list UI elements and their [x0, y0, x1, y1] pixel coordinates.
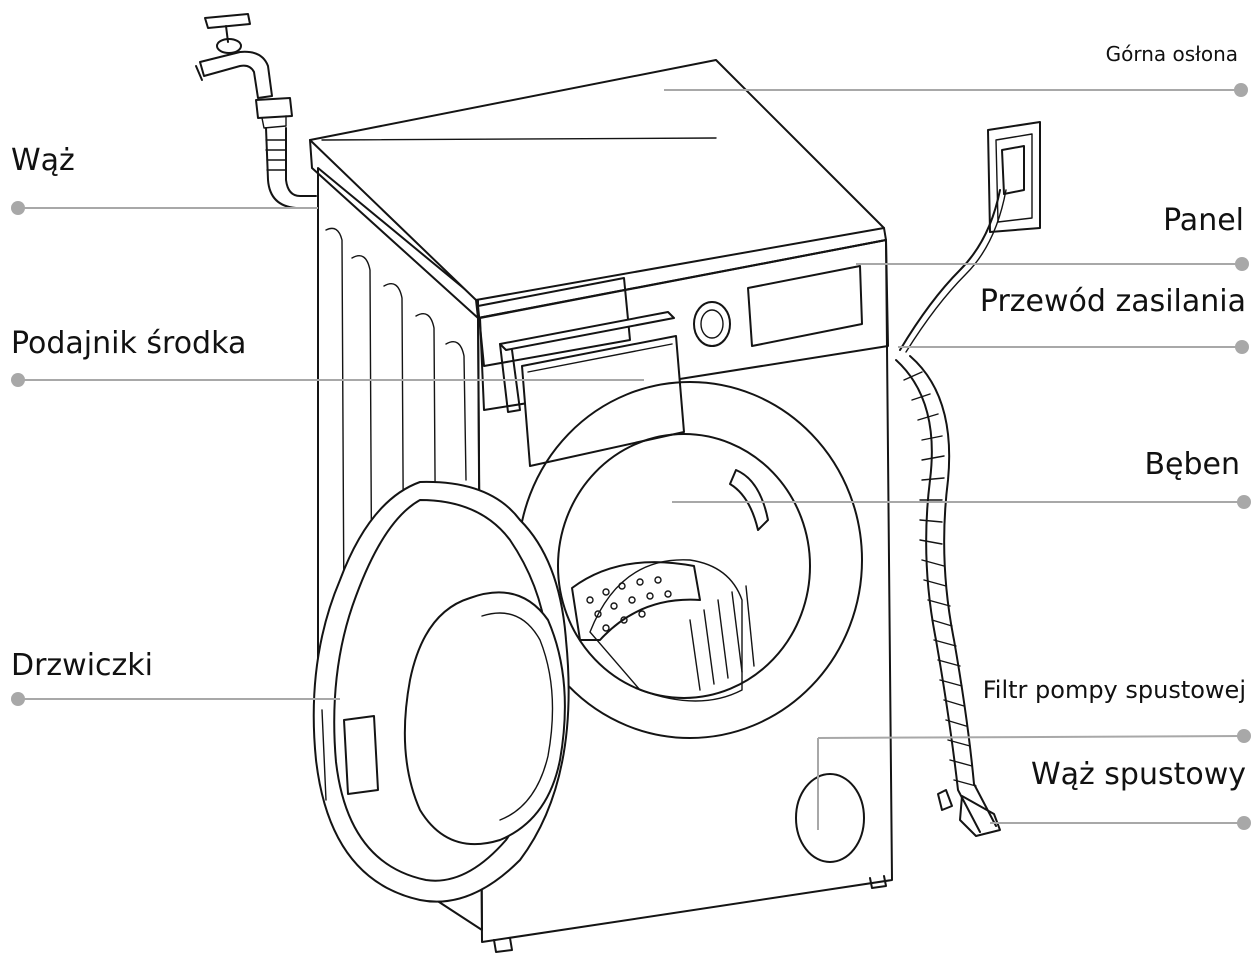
label-waz-spustowy: Wąż spustowy [1031, 757, 1246, 792]
door [312, 480, 570, 903]
label-beben: Bęben [1144, 447, 1240, 482]
label-przewod-zasilania: Przewód zasilania [980, 284, 1246, 319]
top-cover [309, 59, 885, 301]
side-ribs [325, 227, 467, 651]
label-drzwiczki: Drzwiczki [11, 648, 153, 683]
power-cord [899, 189, 1001, 351]
drain-hose [895, 355, 1001, 837]
labels: Górna osłona Wąż Panel Przewód zasilania… [11, 42, 1246, 792]
drum-perforation [586, 576, 672, 632]
drum-ribs [689, 585, 755, 691]
label-podajnik-srodka: Podajnik środka [11, 326, 246, 361]
label-filtr-pompy-spustowej: Filtr pompy spustowej [983, 676, 1246, 704]
detergent-drawer [477, 277, 685, 467]
label-waz: Wąż [11, 143, 75, 178]
power-socket [987, 121, 1041, 233]
inlet-hose [265, 127, 317, 209]
water-tap-icon [195, 13, 293, 129]
leader-lines [11, 83, 1251, 830]
label-gorna-oslona: Górna osłona [1106, 42, 1238, 66]
label-panel: Panel [1163, 203, 1244, 238]
washing-machine-illustration [195, 13, 1041, 953]
pump-filter-cover [795, 773, 865, 863]
